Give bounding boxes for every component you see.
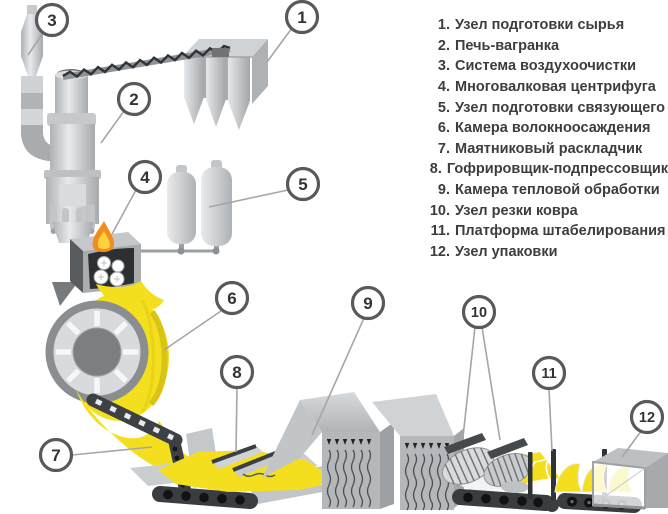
cupola-furnace-illustration (44, 69, 101, 243)
centrifuge-illustration (52, 221, 164, 312)
legend-item-label: Узел резки ковра (455, 202, 578, 219)
legend-item: 4. Многовалковая центрифуга (423, 77, 668, 98)
legend-item-number: 9. (437, 182, 450, 199)
air-purification-chimney-illustration (21, 5, 62, 162)
legend-item: 7. Маятниковый раскладчик (423, 139, 668, 160)
legend-item-number: 5. (437, 99, 450, 116)
packing-unit-illustration (592, 448, 668, 510)
legend-item: 9. Камера тепловой обработки (423, 180, 668, 201)
legend-item-label: Платформа штабелирования (455, 223, 666, 240)
callout-4: 4 (127, 159, 163, 195)
legend-item-label: Система воздухоочистки (455, 58, 636, 75)
legend-item-label: Многовалковая центрифуга (455, 79, 656, 96)
callout-10: 10 (461, 294, 497, 330)
legend-item-number: 12. (429, 243, 450, 260)
legend-item-number: 1. (437, 17, 450, 34)
legend-item: 5. Узел подготовки связующего (423, 97, 668, 118)
legend-item-label: Узел подготовки связующего (455, 99, 666, 116)
leader-lines (27, 27, 643, 458)
flame-icon (92, 221, 115, 253)
callout-4-number: 4 (140, 168, 150, 187)
legend-item-label: Узел упаковки (455, 243, 558, 260)
callout-2-number: 2 (129, 90, 138, 109)
legend-item: 1. Узел подготовки сырья (423, 15, 668, 36)
legend-item: 8. Гофрировщик-подпрессовщик (423, 159, 668, 180)
callout-6: 6 (214, 280, 250, 316)
callout-1-number: 1 (297, 8, 306, 27)
callout-7: 7 (38, 437, 74, 473)
legend-item-number: 7. (437, 140, 450, 157)
callout-11-number: 11 (541, 366, 556, 382)
callout-3-number: 3 (47, 11, 56, 30)
callout-7-number: 7 (51, 446, 60, 465)
legend-item-number: 2. (437, 37, 450, 54)
callout-9: 9 (350, 285, 386, 321)
callout-8-number: 8 (232, 363, 241, 382)
legend-item-number: 8. (429, 161, 442, 178)
cutting-saws-illustration (441, 433, 533, 493)
legend-item-label: Печь-вагранка (455, 37, 560, 54)
stacked-wool (554, 463, 583, 493)
legend-item-label: Камера волокноосаждения (455, 120, 651, 137)
legend-item-label: Камера тепловой обработки (455, 182, 660, 199)
callout-11: 11 (531, 355, 567, 391)
legend-item: 10. Узел резки ковра (423, 200, 668, 221)
legend-item: 11. Платформа штабелирования (423, 221, 668, 242)
fiber-deposition-drum-illustration (45, 293, 169, 421)
legend-item-number: 11. (430, 223, 450, 240)
callout-5-number: 5 (298, 175, 307, 194)
callout-10-number: 10 (471, 305, 487, 321)
legend-item-number: 4. (437, 79, 450, 96)
legend-item: 3. Система воздухоочистки (423, 56, 668, 77)
legend: 1. Узел подготовки сырья 2. Печь-вагранк… (423, 15, 668, 262)
callout-9-number: 9 (363, 294, 372, 313)
legend-item: 6. Камера волокноосаждения (423, 118, 668, 139)
callout-3: 3 (34, 2, 70, 38)
legend-item-label: Маятниковый раскладчик (455, 140, 643, 157)
legend-item-number: 3. (437, 58, 450, 75)
legend-item-number: 10. (429, 202, 450, 219)
callout-6-number: 6 (227, 289, 236, 308)
legend-item-number: 6. (437, 120, 450, 137)
legend-item: 2. Печь-вагранка (423, 36, 668, 57)
callout-12: 12 (629, 399, 665, 435)
legend-item-label: Узел подготовки сырья (455, 17, 625, 34)
legend-item-label: Гофрировщик-подпрессовщик (446, 161, 668, 178)
legend-item: 12. Узел упаковки (423, 242, 668, 263)
callout-12-number: 12 (639, 410, 655, 426)
callout-1: 1 (284, 0, 320, 35)
callout-8: 8 (219, 354, 255, 390)
binder-tanks-illustration (125, 160, 232, 255)
callout-2: 2 (116, 81, 152, 117)
corrugator-press-illustration (211, 444, 285, 478)
callout-5: 5 (285, 166, 321, 202)
screw-feeder-illustration (62, 44, 231, 80)
